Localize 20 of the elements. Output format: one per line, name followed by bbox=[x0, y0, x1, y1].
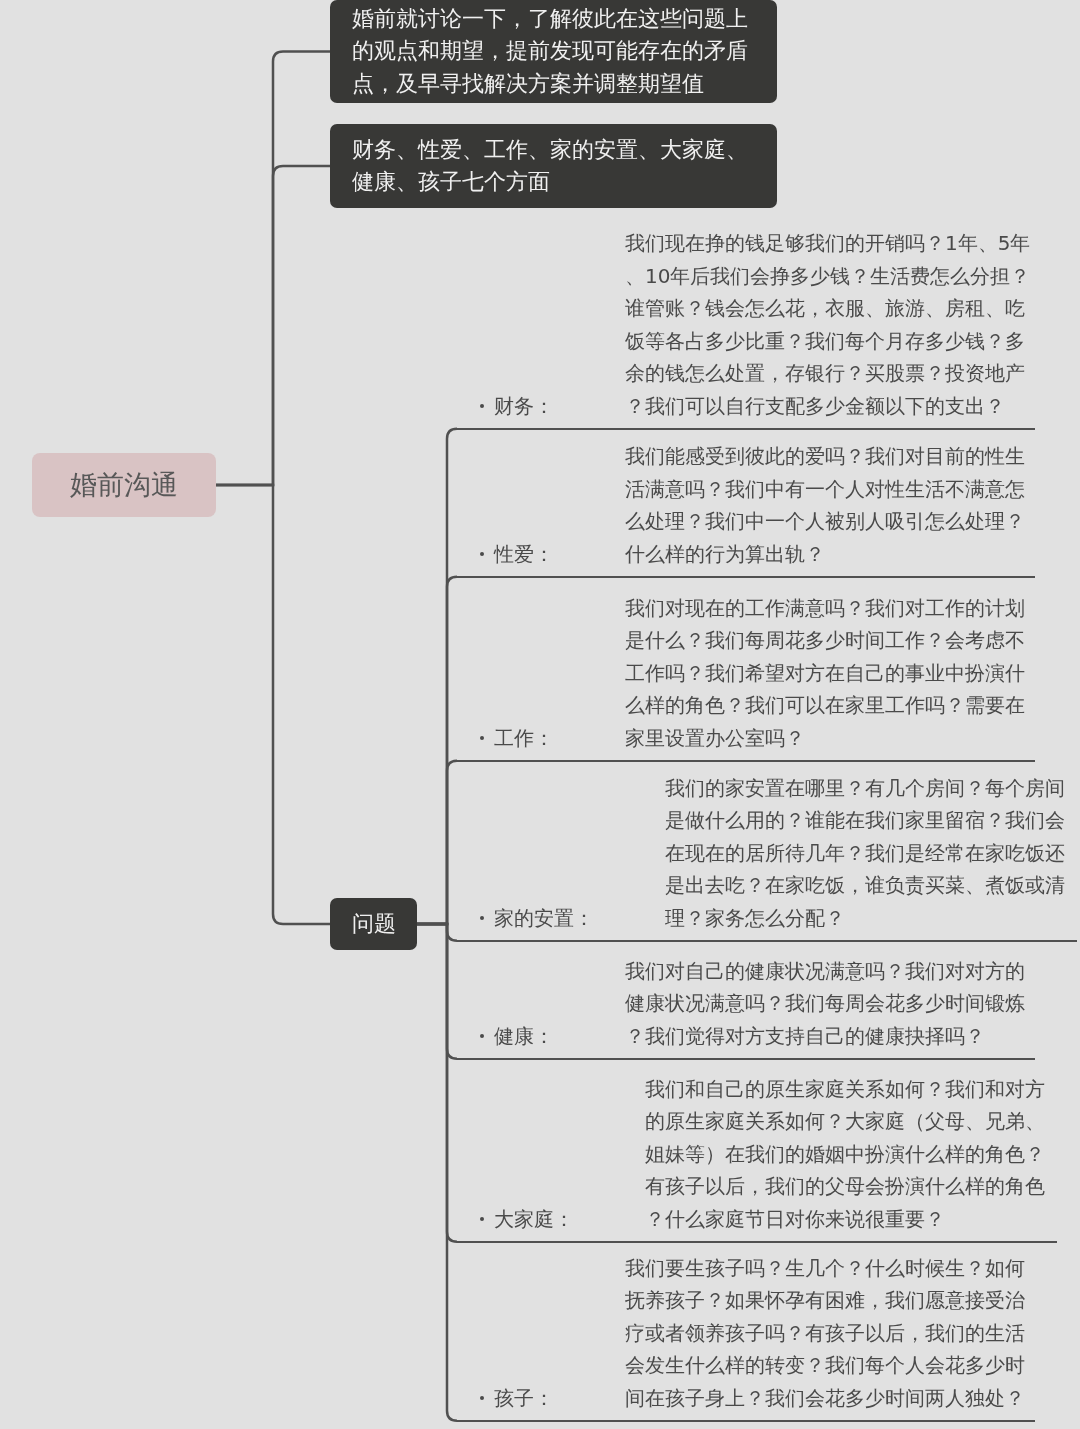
topic-label: 性爱： bbox=[494, 540, 554, 568]
question-text: 我们对现在的工作满意吗？我们对工作的计划是什么？我们每周花多少时间工作？会考虑不工作吗？我们希望对方在自己的事业中扮演什么样的角色？我们可以在家里工作吗？需要在家里设置办公室吗？ bbox=[625, 594, 1026, 752]
topic-label: 健康： bbox=[494, 1022, 554, 1050]
question-text: 我们要生孩子吗？生几个？什么时候生？如何抚养孩子？如果怀孕有困难，我们愿意接受治疗或者领养孩子吗？有孩子以后，我们的生活会发生什么样的转变？我们每个人会花多少时间在孩子身上？我们会花多少时间两人独处？ bbox=[625, 1254, 1026, 1412]
topic-label: 家的安置： bbox=[494, 904, 594, 932]
connector-line bbox=[417, 922, 459, 1422]
topic-label: 大家庭： bbox=[494, 1205, 574, 1233]
topic-box: 婚前就讨论一下，了解彼此在这些问题上的观点和期望，提前发现可能存在的矛盾点，及早寻找解决方案并调整期望值 bbox=[330, 0, 777, 103]
topic-box: 财务、性爱、工作、家的安置、大家庭、健康、孩子七个方面 bbox=[330, 124, 777, 208]
connector-line bbox=[216, 483, 330, 926]
topic-label: 工作： bbox=[494, 724, 554, 752]
question-text: 我们的家安置在哪里？有几个房间？每个房间是做什么用的？谁能在我们家里留宿？我们会在现在的居所待几年？我们是经常在家吃饭还是出去吃？在家吃饭，谁负责买菜、煮饭或清理？家务怎么分配？ bbox=[665, 774, 1066, 932]
question-text: 我们对自己的健康状况满意吗？我们对对方的健康状况满意吗？我们每周会花多少时间锻炼？我们觉得对方支持自己的健康抉择吗？ bbox=[625, 957, 1026, 1050]
question-text: 我们能感受到彼此的爱吗？我们对目前的性生活满意吗？我们中有一个人对性生活不满意怎么处理？我们中一个人被别人吸引怎么处理？什么样的行为算出轨？ bbox=[625, 443, 1026, 568]
topic-label: 孩子： bbox=[494, 1384, 554, 1412]
central-topic-box: 婚前沟通 bbox=[32, 453, 216, 517]
question-text: 我们和自己的原生家庭关系如何？我们和对方的原生家庭关系如何？大家庭（父母、兄弟、姐妹等）在我们的婚姻中扮演什么样的角色？有孩子以后，我们的父母会扮演什么样的角色？什么家庭节日对你来说很重要？ bbox=[645, 1075, 1046, 1233]
topic-label: 财务： bbox=[494, 392, 554, 420]
question-text: 我们现在挣的钱足够我们的开销吗？1年、5年、10年后我们会挣多少钱？生活费怎么分担？谁管账？钱会怎么花，衣服、旅游、房租、吃饭等各占多少比重？我们每个月存多少钱？多余的钱怎么处置，存银行？买股票？投资地产？我们可以自行支配多少金额以下的支出？ bbox=[625, 230, 1032, 420]
topic-box: 问题 bbox=[330, 898, 417, 950]
